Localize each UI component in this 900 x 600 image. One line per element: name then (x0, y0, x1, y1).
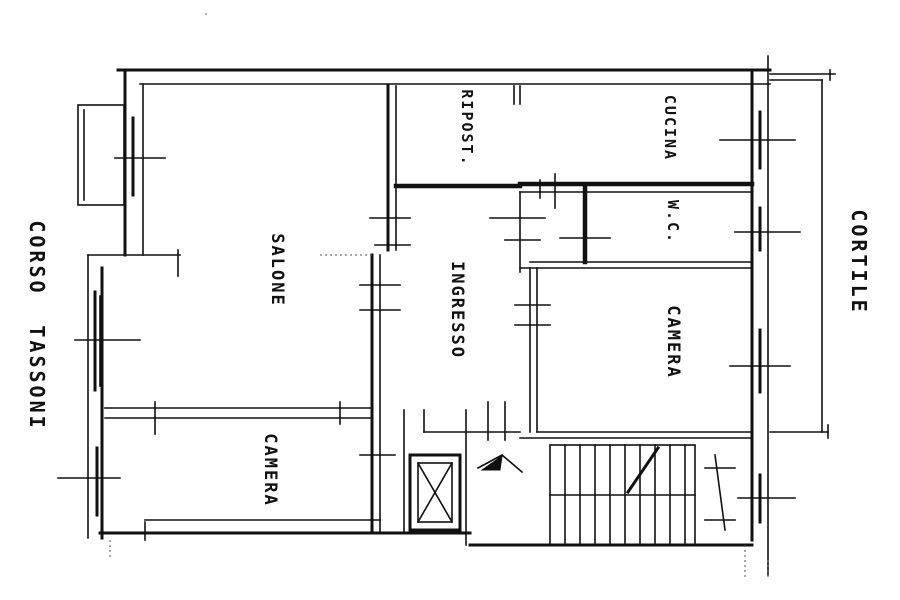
elevator (408, 453, 462, 532)
label-cortile: CORTILE (847, 209, 871, 314)
reference-marks (109, 13, 769, 580)
courtyard (769, 69, 836, 439)
interior-walls (104, 84, 755, 546)
label-salone: SALONE (267, 233, 287, 306)
label-ripost: RIPOST. (458, 89, 476, 166)
label-camera-right: CAMERA (663, 305, 683, 378)
room-labels: SALONE CAMERA RIPOST. INGRESSO CUCINA W.… (25, 89, 871, 506)
label-ingresso: INGRESSO (447, 261, 467, 359)
label-wc: W.C. (664, 200, 682, 244)
label-tassoni: TASSONI (25, 325, 49, 430)
outer-walls (87, 55, 772, 576)
label-camera-left: CAMERA (260, 433, 280, 506)
label-corso: CORSO (25, 220, 49, 295)
balcony (77, 104, 166, 206)
windows (57, 110, 801, 524)
label-cucina: CUCINA (661, 95, 679, 161)
staircase (476, 444, 736, 546)
door-marks (144, 173, 611, 541)
